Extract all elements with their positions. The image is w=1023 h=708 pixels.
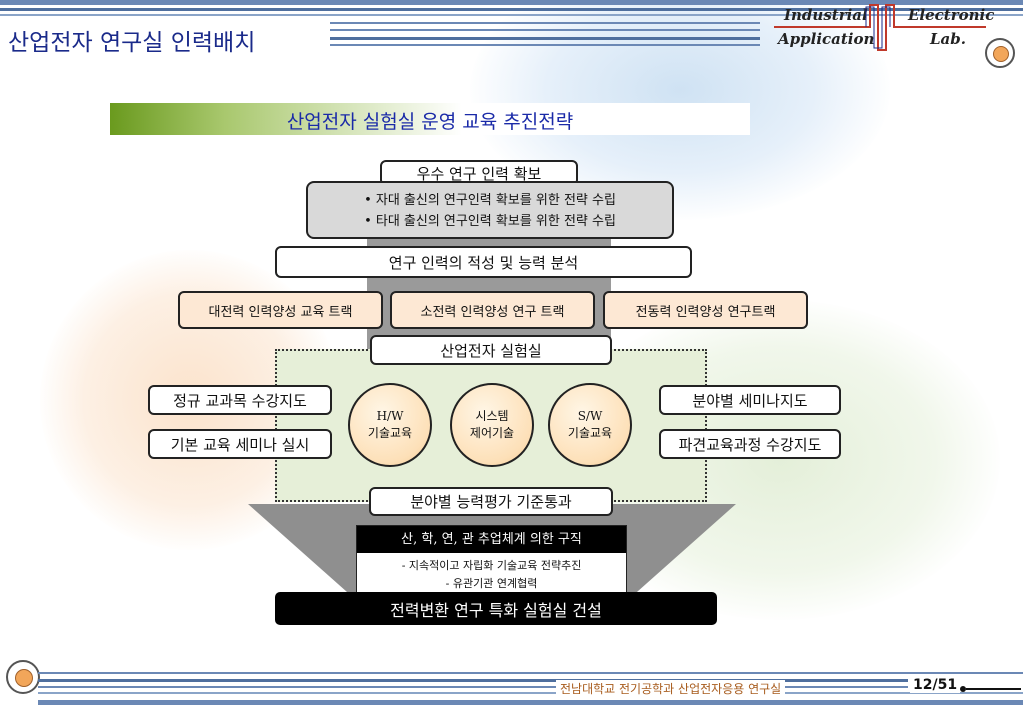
logo-pulse-mark bbox=[774, 4, 986, 51]
logo-lab: Lab. bbox=[930, 30, 966, 48]
recruit-sub-1: - 지속적이고 자립화 기술교육 전략추진 bbox=[401, 559, 582, 572]
recruit-sub-2: - 유관기관 연계협력 bbox=[445, 577, 538, 590]
circle-sw-line1: S/W bbox=[577, 409, 603, 423]
top-bullet-1: • 자대 출신의 연구인력 확보를 위한 전략 수립 bbox=[364, 193, 616, 208]
logo-electronic: Electronic bbox=[908, 6, 995, 24]
track-low-power: 소전력 인력양성 연구 트랙 bbox=[390, 291, 595, 329]
heading-bar bbox=[110, 103, 750, 135]
page-title: 산업전자 연구실 인력배치 bbox=[8, 30, 256, 56]
lab-logo: Industrial Electronic Application Lab. bbox=[770, 2, 994, 52]
circle-hw-line2: 기술교육 bbox=[367, 426, 413, 440]
header-circle-icon bbox=[985, 38, 1015, 68]
circle-hw-line1: H/W bbox=[376, 409, 404, 423]
circle-system-line1: 시스템 bbox=[475, 409, 509, 423]
right-item-dispatch-course: 파견교육과정 수강지도 bbox=[659, 429, 841, 459]
right-item-field-seminar: 분야별 세미나지도 bbox=[659, 385, 841, 415]
track-high-power: 대전력 인력양성 교육 트랙 bbox=[178, 291, 383, 329]
lab-label-box: 산업전자 실험실 bbox=[370, 335, 612, 365]
circle-sw-education: S/W 기술교육 bbox=[548, 383, 632, 467]
header-stripes bbox=[0, 0, 1023, 20]
circle-system-line2: 제어기술 bbox=[469, 426, 515, 440]
left-item-regular-courses: 정규 교과목 수강지도 bbox=[148, 385, 332, 415]
header-rule-lines bbox=[330, 22, 760, 52]
logo-industrial: Industrial bbox=[784, 6, 868, 24]
logo-application: Application bbox=[778, 30, 875, 48]
evaluation-box: 분야별 능력평가 기준통과 bbox=[369, 487, 613, 516]
circle-hw-education: H/W 기술교육 bbox=[348, 383, 432, 467]
top-bullets-box: • 자대 출신의 연구인력 확보를 위한 전략 수립 • 타대 출신의 연구인력… bbox=[306, 181, 674, 239]
footer-stripes bbox=[38, 668, 1023, 708]
footer-org: 전남대학교 전기공학과 산업전자응용 연구실 bbox=[556, 680, 786, 697]
footer-circle-icon bbox=[6, 660, 40, 694]
footer-page-line bbox=[966, 688, 1021, 690]
footer-page-dot bbox=[960, 686, 966, 692]
circle-sw-line2: 기술교육 bbox=[567, 426, 613, 440]
top-bullet-2: • 타대 출신의 연구인력 확보를 위한 전략 수립 bbox=[364, 214, 616, 229]
slide-heading: 산업전자 실험실 운영 교육 추진전략 bbox=[286, 111, 574, 133]
header-title-background bbox=[0, 20, 330, 54]
left-item-basic-seminar: 기본 교육 세미나 실시 bbox=[148, 429, 332, 459]
track-motor: 전동력 인력양성 연구트랙 bbox=[603, 291, 808, 329]
analysis-box: 연구 인력의 적성 및 능력 분석 bbox=[275, 246, 692, 278]
recruit-box: 산, 학, 연, 관 추업체계 의한 구직 - 지속적이고 자립화 기술교육 전… bbox=[356, 525, 627, 595]
final-goal-box: 전력변환 연구 특화 실험실 건설 bbox=[275, 592, 717, 625]
recruit-header: 산, 학, 연, 관 추업체계 의한 구직 bbox=[357, 526, 626, 553]
footer-page-number: 12/51 bbox=[910, 677, 961, 693]
circle-system-control: 시스템 제어기술 bbox=[450, 383, 534, 467]
